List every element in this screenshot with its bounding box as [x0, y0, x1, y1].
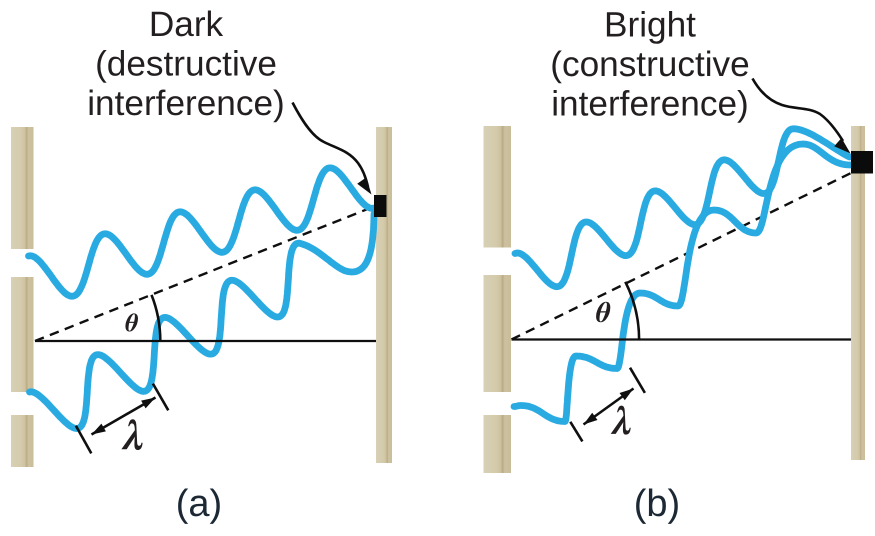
svg-text:(constructive: (constructive [550, 45, 749, 84]
svg-text:(b): (b) [634, 483, 680, 525]
svg-text:Dark: Dark [149, 5, 224, 44]
svg-text:(a): (a) [176, 483, 222, 525]
svg-text:Bright: Bright [604, 6, 696, 45]
svg-text:(destructive: (destructive [95, 45, 277, 84]
svg-text:interference): interference) [87, 84, 285, 123]
svg-text:interference): interference) [551, 85, 749, 124]
